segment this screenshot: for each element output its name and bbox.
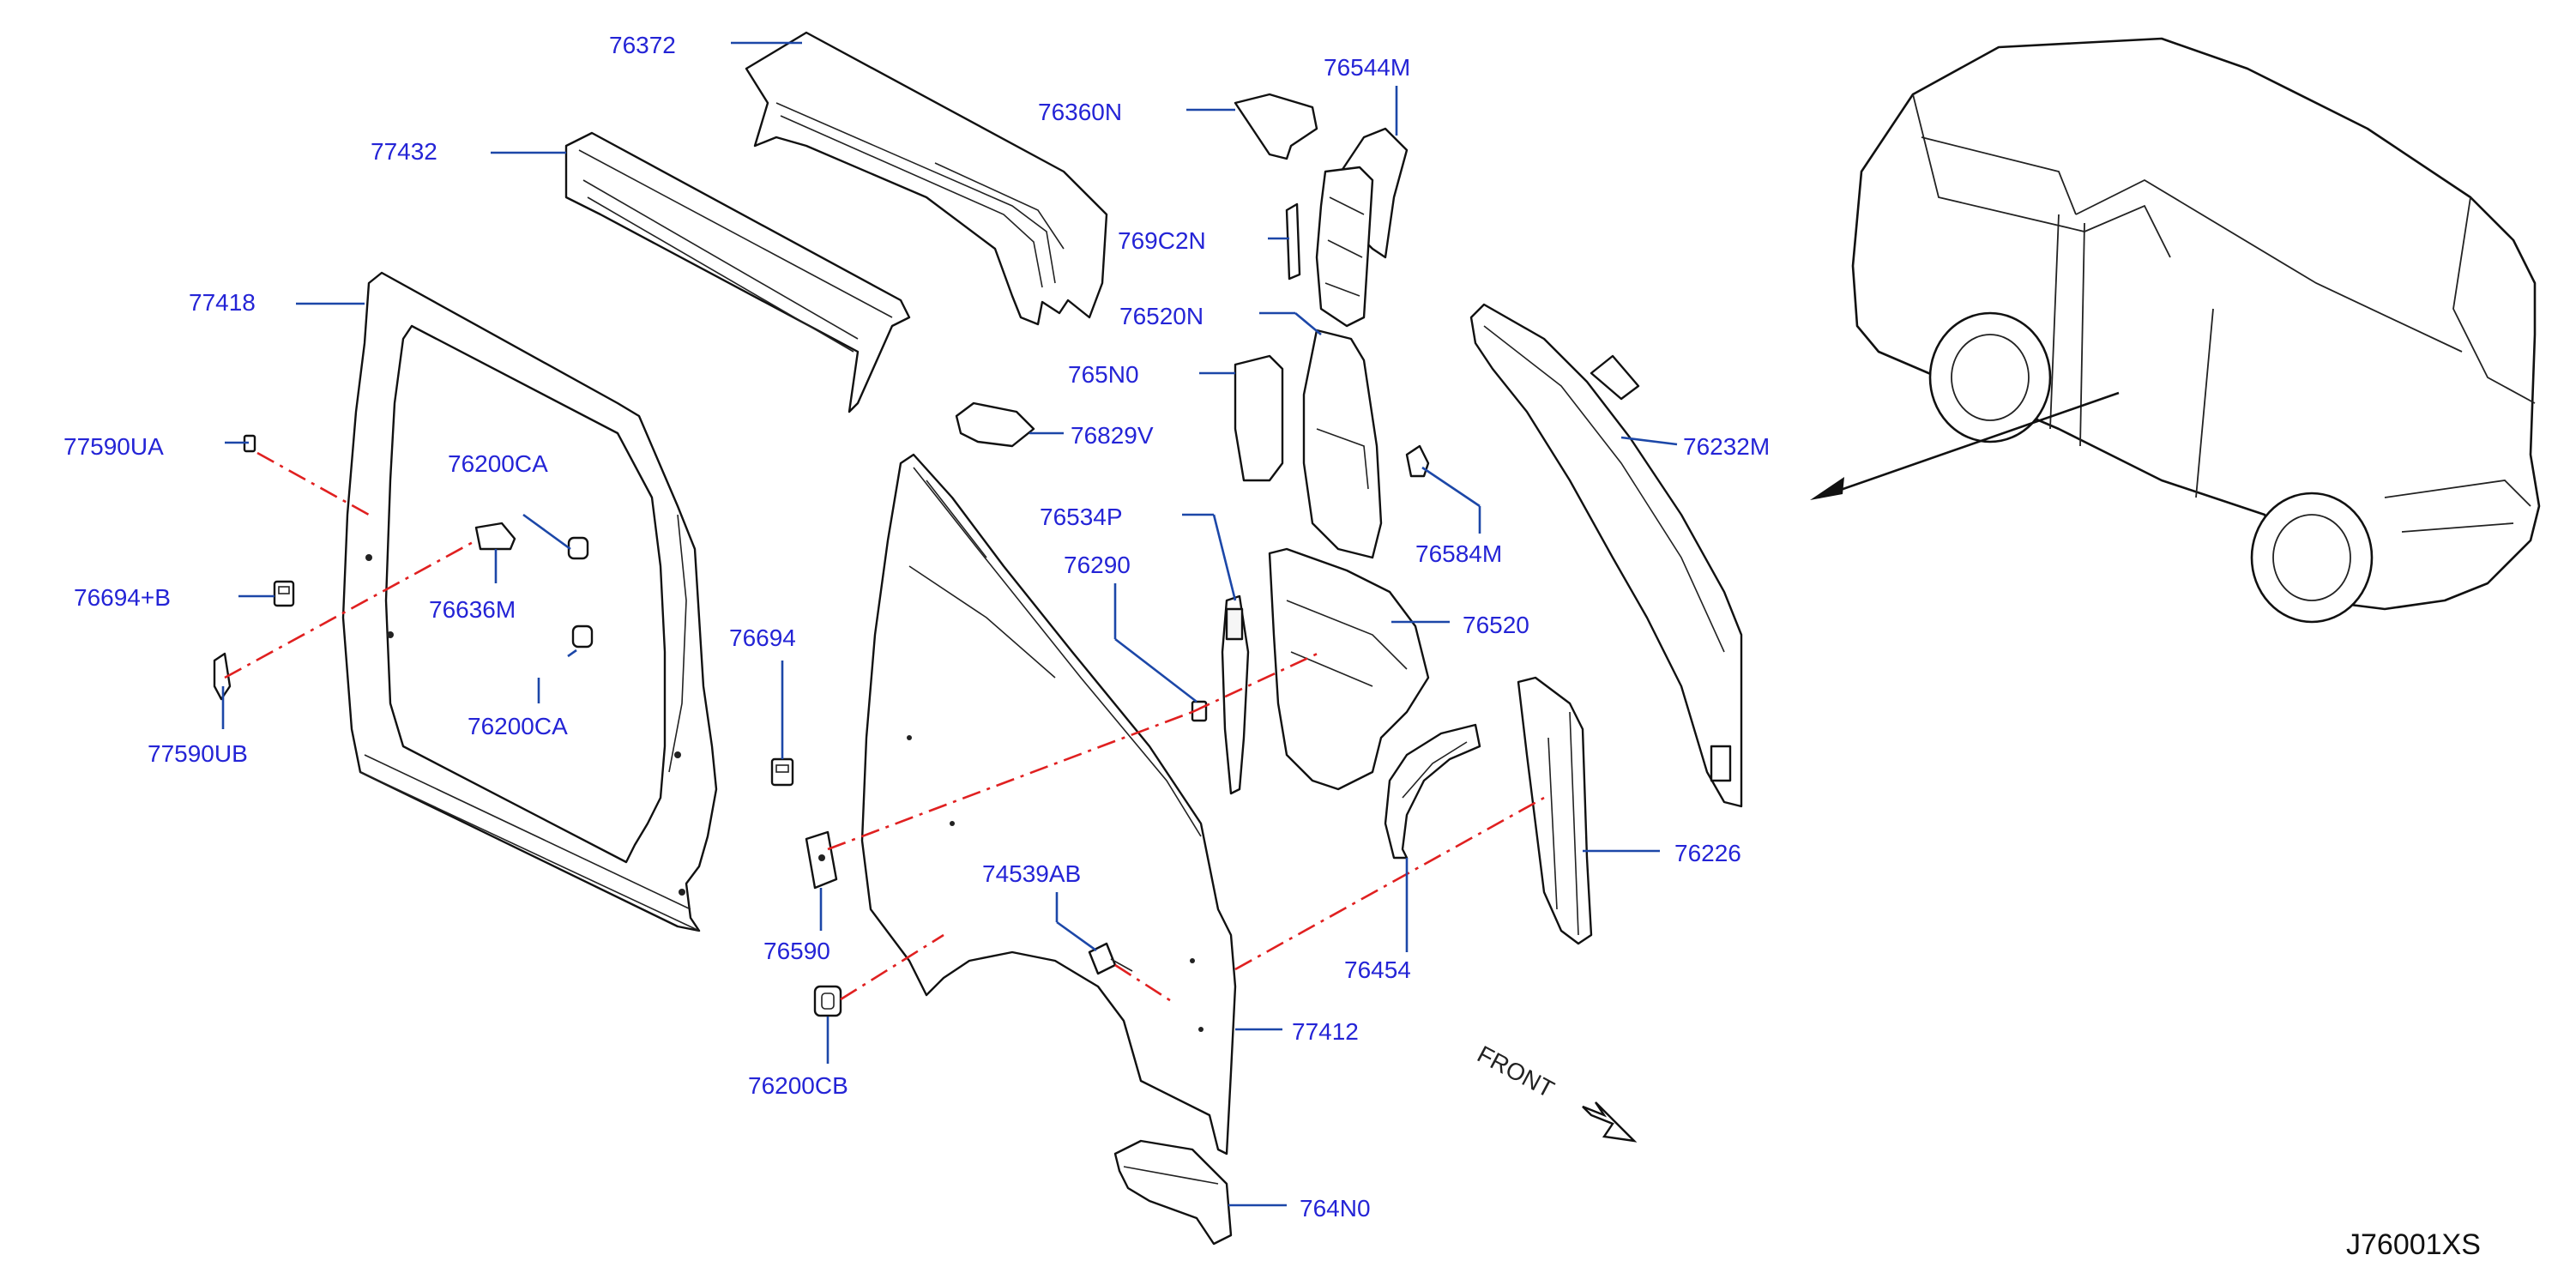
callout-77418: 77418 bbox=[189, 289, 256, 316]
callout-76372: 76372 bbox=[609, 32, 676, 58]
part-76200CB bbox=[813, 985, 842, 1017]
part-76200CA-top bbox=[567, 536, 589, 560]
front-label: FRONT bbox=[1473, 1041, 1559, 1103]
part-76534P bbox=[1221, 594, 1250, 795]
callout-764N0: 764N0 bbox=[1300, 1195, 1371, 1222]
part-769C2N bbox=[1285, 202, 1301, 281]
callout-77590UA: 77590UA bbox=[63, 433, 164, 460]
part-76372 bbox=[745, 31, 1108, 326]
callout-76360N: 76360N bbox=[1038, 99, 1122, 125]
part-77432 bbox=[564, 131, 911, 413]
part-76636M bbox=[474, 522, 516, 551]
callout-76636M: 76636M bbox=[429, 596, 516, 623]
part-76232M bbox=[1469, 303, 1743, 808]
callout-76829V: 76829V bbox=[1071, 422, 1154, 449]
callout-769C2N: 769C2N bbox=[1118, 227, 1206, 254]
callout-76520N: 76520N bbox=[1119, 303, 1204, 329]
callout-76200CB: 76200CB bbox=[748, 1072, 848, 1099]
callout-76694-plus-b: 76694+B bbox=[74, 584, 171, 611]
callout-76226: 76226 bbox=[1674, 840, 1741, 866]
assembly-lines bbox=[224, 451, 1545, 1005]
part-76584M bbox=[1405, 444, 1430, 478]
callout-76584M: 76584M bbox=[1415, 540, 1502, 567]
part-77418 bbox=[341, 271, 718, 932]
part-77412 bbox=[860, 453, 1237, 1155]
callout-76694: 76694 bbox=[729, 624, 796, 651]
callout-76590: 76590 bbox=[763, 938, 830, 964]
part-76590 bbox=[805, 830, 838, 890]
part-76360N bbox=[1234, 93, 1318, 160]
callout-77412: 77412 bbox=[1292, 1018, 1359, 1045]
callout-76200CA-bottom: 76200CA bbox=[468, 713, 568, 739]
part-76454 bbox=[1384, 723, 1481, 860]
front-indicator: FRONT bbox=[1473, 1041, 1638, 1143]
callout-76454: 76454 bbox=[1344, 956, 1411, 983]
van-illustration bbox=[1851, 37, 2541, 624]
callout-76534P: 76534P bbox=[1040, 504, 1123, 530]
leader-lines bbox=[221, 41, 1678, 1207]
diagram-code: J76001XS bbox=[2346, 1228, 2481, 1261]
callout-76200CA-top: 76200CA bbox=[448, 450, 548, 477]
part-76200CA-bottom bbox=[571, 624, 594, 649]
part-center-pillar-upper bbox=[1315, 166, 1374, 328]
part-76520 bbox=[1268, 547, 1430, 791]
part-76226 bbox=[1517, 676, 1593, 945]
van-pointer-arrow bbox=[1810, 391, 2120, 500]
part-76694 bbox=[770, 757, 794, 787]
callout-74539AB: 74539AB bbox=[982, 860, 1081, 887]
part-765N0 bbox=[1234, 354, 1284, 482]
part-764N0 bbox=[1113, 1139, 1233, 1246]
callout-76290: 76290 bbox=[1064, 552, 1131, 578]
callout-76544M: 76544M bbox=[1324, 54, 1410, 81]
callout-77432: 77432 bbox=[371, 138, 437, 165]
callout-labels: 76372 77432 77418 77590UA 76694+B 77590U… bbox=[63, 32, 1770, 1222]
front-arrow-icon bbox=[1582, 1101, 1638, 1143]
callout-76520: 76520 bbox=[1463, 612, 1529, 638]
part-76829V bbox=[955, 401, 1035, 448]
part-76520N bbox=[1302, 329, 1383, 559]
part-77590UB bbox=[213, 652, 232, 701]
part-76694-plus-b bbox=[273, 580, 295, 607]
callout-77590UB: 77590UB bbox=[148, 740, 248, 767]
callout-765N0: 765N0 bbox=[1068, 361, 1139, 388]
callout-76232M: 76232M bbox=[1683, 433, 1770, 460]
